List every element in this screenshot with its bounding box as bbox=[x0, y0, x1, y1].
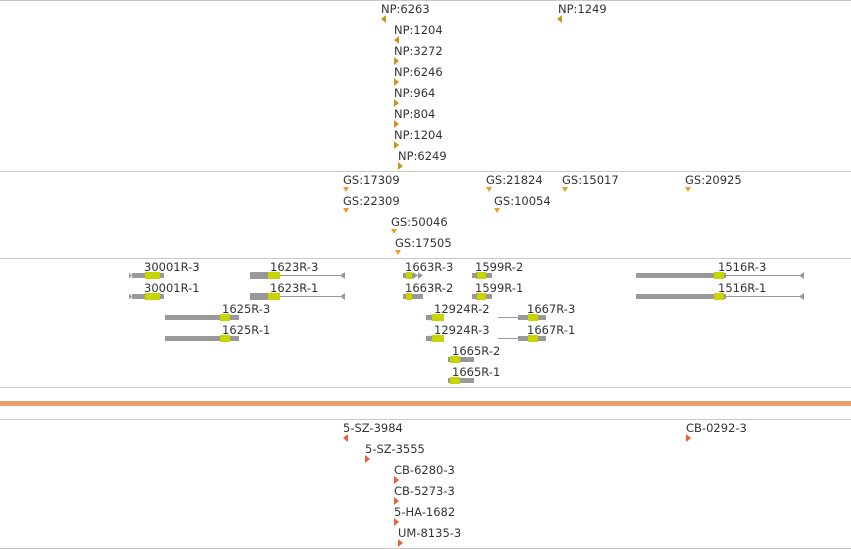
gs-feature-label[interactable]: GS:17309 bbox=[343, 173, 400, 187]
gene-label[interactable]: 1667R-3 bbox=[527, 302, 576, 316]
gs-marker-icon[interactable] bbox=[343, 187, 349, 192]
gene-model[interactable] bbox=[403, 293, 423, 300]
gs-feature-label[interactable]: GS:10054 bbox=[494, 194, 551, 208]
gene-label[interactable]: 1663R-3 bbox=[405, 260, 454, 274]
sample-marker-icon[interactable] bbox=[686, 434, 691, 442]
gene-label[interactable]: 1599R-1 bbox=[475, 281, 524, 295]
gene-model[interactable] bbox=[426, 314, 444, 321]
gene-label[interactable]: 1623R-1 bbox=[270, 281, 319, 295]
gene-label[interactable]: 1516R-1 bbox=[718, 281, 767, 295]
gene-label[interactable]: 12924R-3 bbox=[434, 323, 490, 337]
gene-model[interactable] bbox=[448, 356, 474, 363]
np-feature-label[interactable]: NP:1204 bbox=[394, 128, 443, 142]
gene-label[interactable]: 30001R-3 bbox=[144, 260, 200, 274]
gs-marker-icon[interactable] bbox=[343, 208, 349, 213]
gene-model[interactable] bbox=[636, 293, 804, 300]
track-divider bbox=[0, 419, 851, 420]
gene-label[interactable]: 1625R-3 bbox=[222, 302, 271, 316]
gene-models-canvas bbox=[129, 272, 804, 384]
reference-separator-bar bbox=[0, 401, 851, 406]
gs-marker-icon[interactable] bbox=[391, 229, 397, 234]
sample-marker-icon[interactable] bbox=[394, 497, 399, 505]
gene-model[interactable] bbox=[403, 272, 423, 279]
gs-marker-icon[interactable] bbox=[395, 250, 401, 255]
gene-model[interactable] bbox=[426, 335, 444, 342]
gene-label[interactable]: 1667R-1 bbox=[527, 323, 576, 337]
gs-feature-label[interactable]: GS:22309 bbox=[343, 194, 400, 208]
gene-model[interactable] bbox=[498, 335, 546, 342]
gene-label[interactable]: 1663R-2 bbox=[405, 281, 454, 295]
gs-marker-icon[interactable] bbox=[486, 187, 492, 192]
track-divider bbox=[0, 0, 851, 1]
gs-feature-label[interactable]: GS:17505 bbox=[395, 236, 452, 250]
gs-marker-icon[interactable] bbox=[562, 187, 568, 192]
gene-label[interactable]: 1665R-2 bbox=[452, 344, 501, 358]
np-feature-label[interactable]: NP:964 bbox=[394, 86, 436, 100]
gene-model[interactable] bbox=[250, 272, 345, 279]
np-feature-label[interactable]: NP:6249 bbox=[398, 149, 447, 163]
gene-model[interactable] bbox=[165, 314, 239, 321]
sample-label[interactable]: UM-8135-3 bbox=[398, 526, 462, 540]
np-marker-icon[interactable] bbox=[394, 99, 399, 107]
gene-model[interactable] bbox=[129, 272, 164, 279]
sample-label[interactable]: 5-SZ-3555 bbox=[365, 442, 425, 456]
track-divider bbox=[0, 171, 851, 172]
gene-model[interactable] bbox=[498, 314, 546, 321]
gene-label[interactable]: 1623R-3 bbox=[270, 260, 319, 274]
gs-feature-label[interactable]: GS:21824 bbox=[486, 173, 543, 187]
track-divider bbox=[0, 387, 851, 388]
gene-label[interactable]: 30001R-1 bbox=[144, 281, 200, 295]
np-marker-icon[interactable] bbox=[394, 36, 399, 44]
gene-label[interactable]: 1665R-1 bbox=[452, 365, 501, 379]
gene-label[interactable]: 12924R-2 bbox=[434, 302, 490, 316]
gene-model[interactable] bbox=[472, 272, 492, 279]
sample-marker-icon[interactable] bbox=[398, 539, 403, 547]
np-feature-label[interactable]: NP:6263 bbox=[381, 2, 430, 16]
sample-label[interactable]: CB-6280-3 bbox=[394, 463, 455, 477]
gene-label[interactable]: 1625R-1 bbox=[222, 323, 271, 337]
np-marker-icon[interactable] bbox=[398, 162, 403, 170]
gene-model[interactable] bbox=[165, 335, 239, 342]
sample-label[interactable]: 5-HA-1682 bbox=[394, 505, 456, 519]
np-feature-label[interactable]: NP:1204 bbox=[394, 23, 443, 37]
gene-label[interactable]: 1599R-2 bbox=[475, 260, 524, 274]
np-marker-icon[interactable] bbox=[394, 57, 399, 65]
gene-model[interactable] bbox=[250, 293, 345, 300]
gs-marker-icon[interactable] bbox=[685, 187, 691, 192]
np-feature-label[interactable]: NP:3272 bbox=[394, 44, 443, 58]
np-marker-icon[interactable] bbox=[394, 120, 399, 128]
np-marker-icon[interactable] bbox=[394, 141, 399, 149]
sample-label[interactable]: 5-SZ-3984 bbox=[343, 421, 403, 435]
gene-model[interactable] bbox=[448, 377, 474, 384]
track-divider bbox=[0, 258, 851, 259]
sample-label[interactable]: CB-0292-3 bbox=[686, 421, 747, 435]
np-marker-icon[interactable] bbox=[557, 15, 562, 23]
np-marker-icon[interactable] bbox=[381, 15, 386, 23]
np-feature-label[interactable]: NP:1249 bbox=[558, 2, 607, 16]
gs-feature-label[interactable]: GS:20925 bbox=[685, 173, 742, 187]
sample-label[interactable]: CB-5273-3 bbox=[394, 484, 455, 498]
gene-model[interactable] bbox=[472, 293, 492, 300]
sample-marker-icon[interactable] bbox=[365, 455, 370, 463]
sample-marker-icon[interactable] bbox=[394, 476, 399, 484]
sample-marker-icon[interactable] bbox=[343, 434, 348, 442]
gs-feature-label[interactable]: GS:15017 bbox=[562, 173, 619, 187]
gene-model[interactable] bbox=[129, 293, 164, 300]
gene-model[interactable] bbox=[636, 272, 804, 279]
gs-feature-label[interactable]: GS:50046 bbox=[391, 215, 448, 229]
gene-label[interactable]: 1516R-3 bbox=[718, 260, 767, 274]
np-feature-label[interactable]: NP:804 bbox=[394, 107, 436, 121]
np-marker-icon[interactable] bbox=[394, 78, 399, 86]
np-feature-label[interactable]: NP:6246 bbox=[394, 65, 443, 79]
gs-marker-icon[interactable] bbox=[494, 208, 500, 213]
sample-marker-icon[interactable] bbox=[394, 518, 399, 526]
